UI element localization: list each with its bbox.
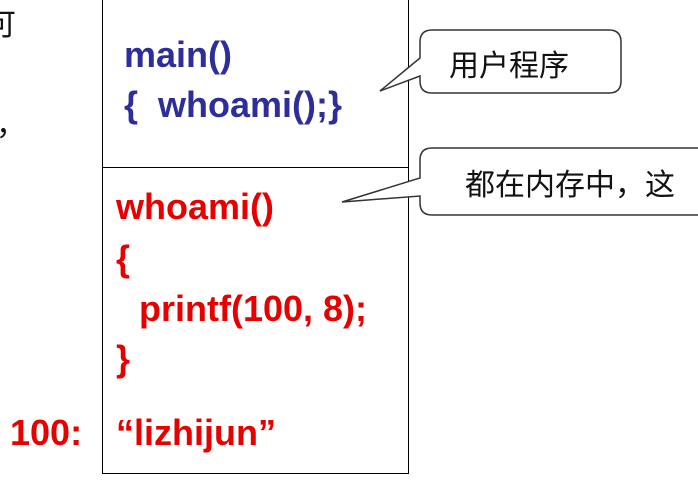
function-close-brace: } [116,338,131,379]
callout-in-memory-text: 都在内存中，这 [465,168,675,203]
user-program-line-main: main() [124,34,232,75]
memory-block [102,0,409,474]
callout-user-program-bubble [379,29,622,94]
memory-divider [102,167,409,168]
callout-in-memory-bubble [341,147,698,216]
function-open-brace: { [116,238,131,279]
callout-user-program-text: 用户程序 [449,49,569,84]
user-program-line-call: { whoami();} [124,84,343,125]
margin-comma-fragment: ， [0,100,26,144]
function-signature: whoami() [116,186,274,227]
function-printf-call: printf(100, 8); [139,288,368,329]
data-string-value: “lizhijun” [116,412,276,453]
data-address-label: 100: [10,412,83,453]
margin-text-fragment: 可 [0,8,16,43]
